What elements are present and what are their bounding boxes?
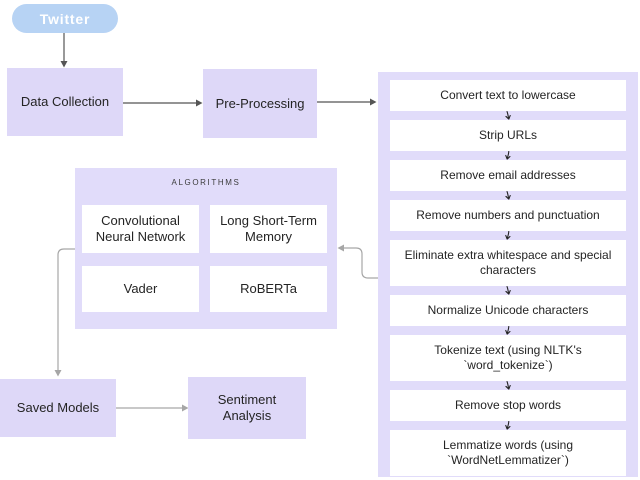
connector-pre-processing-to-steps <box>317 98 377 106</box>
connector-data-collection-to-pre-processing <box>123 99 203 107</box>
step-down-arrow-icon <box>504 325 512 335</box>
algorithms-panel: ALGORITHMS Convolutional Neural Network L… <box>75 168 337 329</box>
algorithm-item: Long Short-Term Memory <box>210 205 327 253</box>
node-saved-models-label: Saved Models <box>16 400 100 415</box>
algorithm-item-label: RoBERTa <box>240 281 297 296</box>
node-data-collection-label: Data Collection <box>20 94 110 109</box>
preprocessing-step-label: Tokenize text (using NLTK's `word_tokeni… <box>434 343 582 372</box>
node-pre-processing-label: Pre-Processing <box>215 95 305 111</box>
algorithm-item: RoBERTa <box>210 266 327 312</box>
node-data-collection: Data Collection <box>7 68 123 136</box>
step-down-arrow-icon <box>504 190 512 200</box>
algorithm-item-label: Vader <box>123 281 158 296</box>
node-twitter: Twitter <box>12 4 118 33</box>
node-saved-models: Saved Models <box>0 379 116 437</box>
step-down-arrow-icon <box>504 230 512 240</box>
preprocessing-step: Remove numbers and punctuation <box>390 200 626 231</box>
preprocessing-step-label: Remove numbers and punctuation <box>416 208 600 222</box>
preprocessing-step-label: Normalize Unicode characters <box>427 303 589 317</box>
preprocessing-step-label: Remove stop words <box>454 398 562 412</box>
preprocessing-steps-panel: Convert text to lowercase Strip URLs Rem… <box>378 72 638 477</box>
connector-algorithms-to-saved-models <box>54 248 75 377</box>
preprocessing-step-label: Strip URLs <box>478 128 537 142</box>
connector-steps-to-algorithms <box>337 244 378 279</box>
preprocessing-step-label: Lemmatize words (using `WordNetLemmatize… <box>442 438 574 467</box>
step-down-arrow-icon <box>504 285 512 295</box>
preprocessing-step-label: Eliminate extra whitespace and special c… <box>404 248 612 277</box>
preprocessing-step: Remove email addresses <box>390 160 626 191</box>
node-sentiment-analysis: Sentiment Analysis <box>188 377 306 439</box>
algorithm-item: Vader <box>82 266 199 312</box>
step-down-arrow-icon <box>504 150 512 160</box>
preprocessing-step: Tokenize text (using NLTK's `word_tokeni… <box>390 335 626 381</box>
preprocessing-step-label: Convert text to lowercase <box>440 88 576 102</box>
node-pre-processing: Pre-Processing <box>203 69 317 138</box>
preprocessing-step-label: Remove email addresses <box>440 168 576 182</box>
preprocessing-step: Remove stop words <box>390 390 626 421</box>
step-down-arrow-icon <box>504 110 512 120</box>
preprocessing-step: Normalize Unicode characters <box>390 295 626 326</box>
step-down-arrow-icon <box>504 380 512 390</box>
connector-saved-models-to-sentiment-analysis <box>116 404 189 412</box>
step-down-arrow-icon <box>504 420 512 430</box>
algorithm-item-label: Convolutional Neural Network <box>95 213 186 244</box>
node-sentiment-analysis-label: Sentiment Analysis <box>217 392 277 423</box>
preprocessing-step: Convert text to lowercase <box>390 80 626 111</box>
preprocessing-step: Eliminate extra whitespace and special c… <box>390 240 626 286</box>
preprocessing-step: Lemmatize words (using `WordNetLemmatize… <box>390 430 626 476</box>
algorithm-item: Convolutional Neural Network <box>82 205 199 253</box>
preprocessing-step: Strip URLs <box>390 120 626 151</box>
node-twitter-label: Twitter <box>39 10 91 27</box>
connector-twitter-to-data-collection <box>60 33 68 68</box>
algorithms-grid: Convolutional Neural Network Long Short-T… <box>82 205 327 312</box>
algorithm-item-label: Long Short-Term Memory <box>220 213 317 244</box>
algorithms-panel-title: ALGORITHMS <box>171 178 241 187</box>
